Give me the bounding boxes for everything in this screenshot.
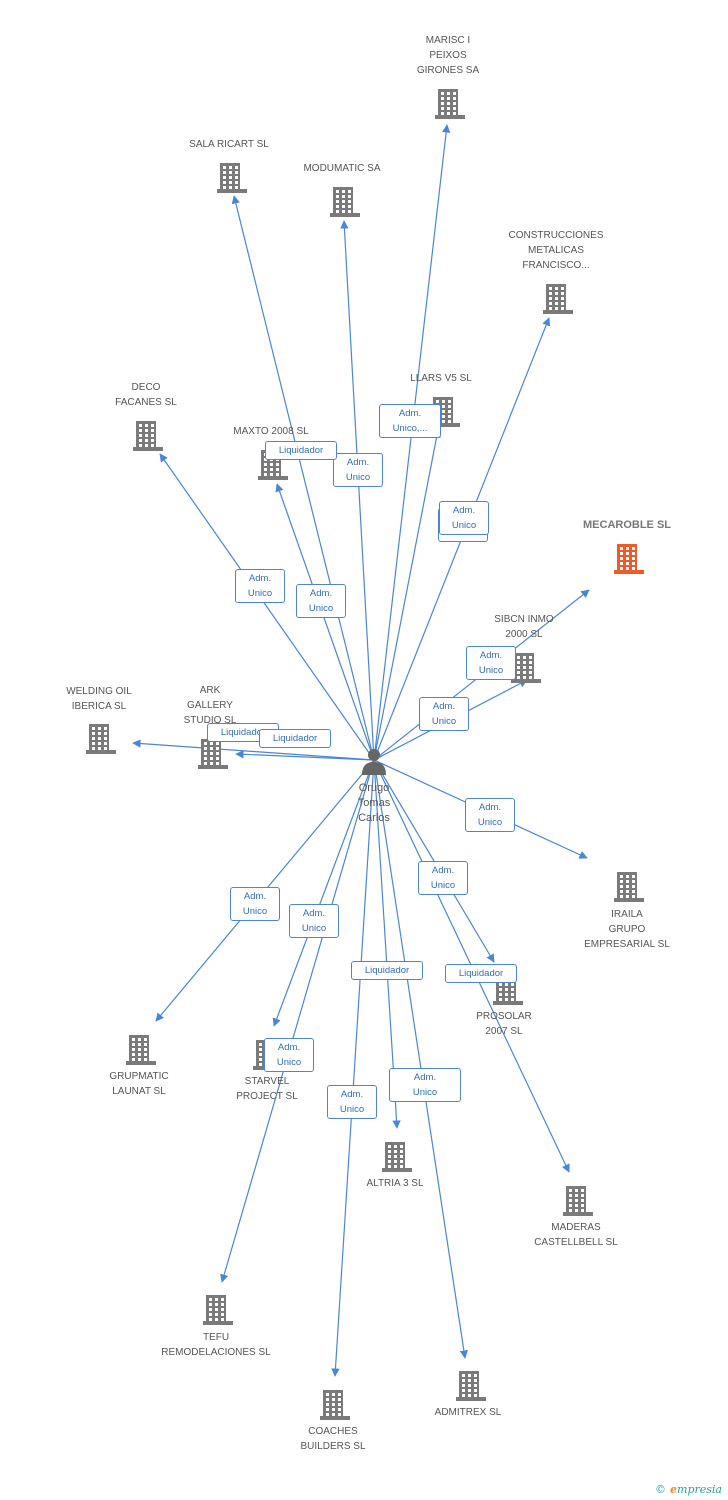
- edge-tefu: [220, 759, 375, 1283]
- company-label-altria[interactable]: ALTRIA 3 SL: [366, 1178, 424, 1189]
- building-icon[interactable]: [85, 720, 117, 754]
- edge-sala: [231, 195, 375, 761]
- brand-initial: e: [670, 1483, 678, 1496]
- building-icon[interactable]: [381, 1138, 413, 1172]
- role-label-grupmatic: Adm. Unico: [230, 887, 280, 921]
- building-icon[interactable]: [216, 159, 248, 193]
- building-icon[interactable]: [542, 280, 574, 314]
- company-label-welding[interactable]: WELDING OIL IBERICA SL: [66, 686, 132, 712]
- edge-welding: [132, 739, 375, 761]
- role-label-llars: Adm. Unico,...: [379, 404, 441, 438]
- role-label-deco: Adm. Unico: [235, 569, 285, 603]
- building-icon[interactable]: [510, 649, 542, 683]
- edge-starvel: [272, 759, 375, 1027]
- role-label-sala: Adm. Unico: [296, 584, 346, 618]
- role-label-coaches: Adm. Unico: [327, 1085, 377, 1119]
- building-icon[interactable]: [613, 540, 645, 574]
- edge-altria: [373, 759, 401, 1129]
- role-label-starvel: Adm. Unico: [289, 904, 339, 938]
- company-label-sala[interactable]: SALA RICART SL: [189, 139, 269, 150]
- building-icon[interactable]: [329, 183, 361, 217]
- role-label-iraila: Adm. Unico: [465, 798, 515, 832]
- role-label-modumatic: Adm. Unico: [333, 453, 383, 487]
- company-label-starvel[interactable]: STARVEL PROJECT SL: [236, 1076, 298, 1102]
- role-label-altria: Liquidador: [351, 961, 423, 980]
- role-label-ark: Liquidador: [259, 729, 331, 748]
- building-icon[interactable]: [319, 1386, 351, 1420]
- edge-admitrex: [373, 759, 469, 1359]
- edge-marisc: [373, 124, 451, 761]
- edge-llars: [373, 429, 441, 761]
- company-label-tefu[interactable]: TEFU REMODELACIONES SL: [161, 1332, 271, 1358]
- building-icon[interactable]: [125, 1031, 157, 1065]
- company-label-coaches[interactable]: COACHES BUILDERS SL: [300, 1426, 366, 1452]
- building-icon[interactable]: [132, 417, 164, 451]
- edge-modumatic: [340, 220, 375, 761]
- company-label-maderas[interactable]: MADERAS CASTELLBELL SL: [534, 1222, 618, 1248]
- role-label-prosolar: Liquidador: [445, 964, 517, 983]
- company-label-llars[interactable]: LLARS V5 SL: [410, 373, 472, 384]
- role-label-construcciones: Adm. Unico: [439, 501, 489, 535]
- building-icon[interactable]: [455, 1367, 487, 1401]
- company-label-mecaroble[interactable]: MECAROBLE SL: [583, 519, 671, 531]
- building-icon[interactable]: [197, 735, 229, 769]
- company-label-marisc[interactable]: MARISC I PEIXOS GIRONES SA: [416, 35, 480, 76]
- brand-footer: ©empresia: [655, 1483, 722, 1496]
- building-icon[interactable]: [562, 1182, 594, 1216]
- company-label-construcciones[interactable]: CONSTRUCCIONES METALICAS FRANCISCO...: [508, 230, 604, 271]
- company-label-grupmatic[interactable]: GRUPMATIC LAUNAT SL: [109, 1071, 169, 1097]
- role-label-sibcn: Adm. Unico: [419, 697, 469, 731]
- company-label-modumatic[interactable]: MODUMATIC SA: [303, 163, 381, 174]
- building-icon[interactable]: [202, 1291, 234, 1325]
- company-label-prosolar[interactable]: PROSOLAR 2007 SL: [476, 1011, 532, 1037]
- company-label-maxto[interactable]: MAXTO 2008 SL: [233, 426, 309, 437]
- building-icon[interactable]: [613, 868, 645, 902]
- person-name: Orugo Tomas Carlos: [357, 782, 391, 824]
- role-label-mecaroble: Adm. Unico: [466, 646, 516, 680]
- company-label-deco[interactable]: DECO FACANES SL: [115, 382, 177, 408]
- role-label-maderas: Adm. Unico: [418, 861, 468, 895]
- edge-ark: [235, 750, 375, 761]
- role-label-maxto: Liquidador: [265, 441, 337, 460]
- edge-coaches: [331, 759, 375, 1377]
- company-label-iraila[interactable]: IRAILA GRUPO EMPRESARIAL SL: [584, 909, 670, 950]
- building-icon[interactable]: [434, 85, 466, 119]
- company-label-sibcn[interactable]: SIBCN INMO 2000 SL: [494, 614, 554, 640]
- company-label-ark[interactable]: ARK GALLERY STUDIO SL: [183, 685, 237, 726]
- copyright-symbol: ©: [655, 1483, 667, 1496]
- edge-maxto: [275, 483, 375, 761]
- role-label-tefu: Adm. Unico: [264, 1038, 314, 1072]
- person-icon[interactable]: [359, 746, 389, 776]
- brand-name: mpresia: [677, 1483, 722, 1496]
- edge-deco: [159, 453, 375, 761]
- company-label-admitrex[interactable]: ADMITREX SL: [434, 1407, 502, 1418]
- role-label-admitrex: Adm. Unico: [389, 1068, 461, 1102]
